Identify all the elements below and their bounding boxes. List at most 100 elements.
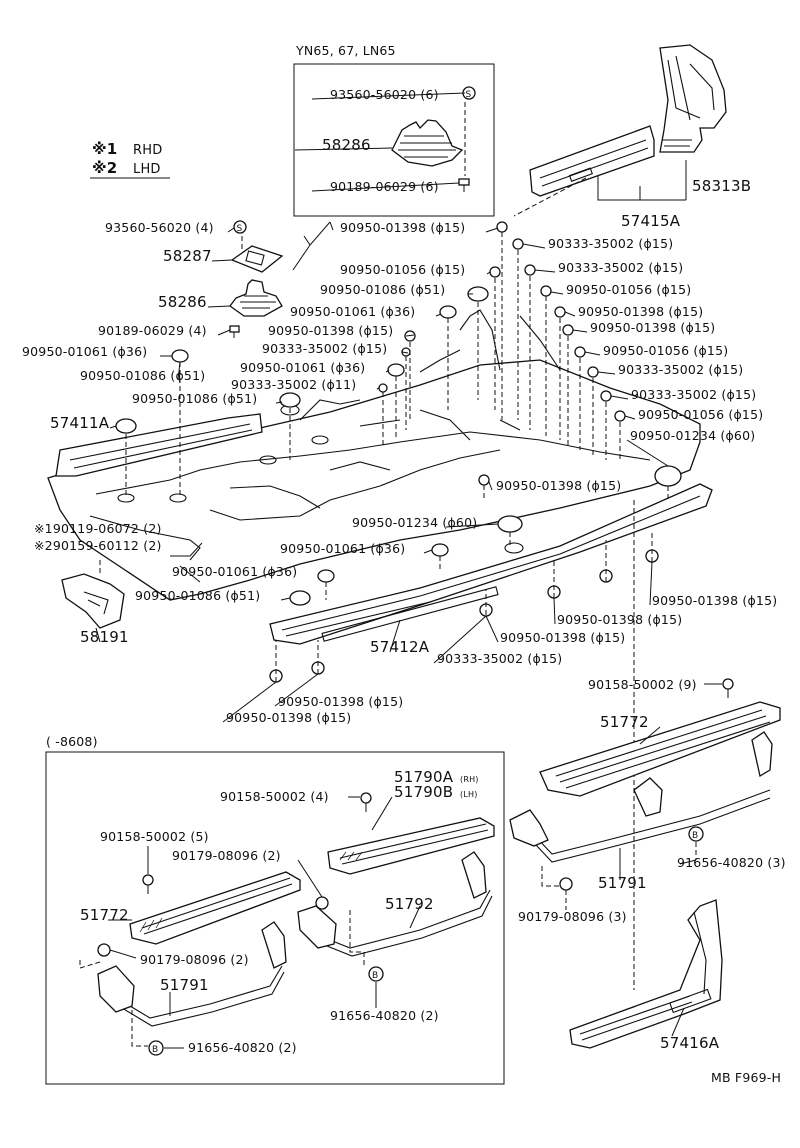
nut-right xyxy=(559,877,573,891)
legend-mark-2: ※2 xyxy=(92,159,117,177)
part-label: 58287 xyxy=(163,247,212,265)
screw-upper xyxy=(458,178,470,192)
legend-text-lhd: LHD xyxy=(133,162,161,177)
part-label: 90950-01061 (ϕ36) xyxy=(22,344,147,359)
part-label: 93560-56020 (6) xyxy=(330,87,439,102)
part-label: 90950-01086 (ϕ51) xyxy=(132,391,257,406)
part-label: 90950-01398 (ϕ15) xyxy=(278,694,403,709)
rocker-panel-upper xyxy=(529,125,655,197)
shift-plate-58287 xyxy=(230,245,284,273)
part-label: 51791 xyxy=(598,874,647,892)
part-label: 90950-01234 (ϕ60) xyxy=(352,515,477,530)
running-board-51772-box xyxy=(129,871,301,945)
running-board-51790 xyxy=(327,817,495,875)
part-label: 58191 xyxy=(80,628,129,646)
part-label: 57416A xyxy=(660,1034,720,1052)
leader-solid xyxy=(95,92,669,723)
part-label: 90950-01398 (ϕ15) xyxy=(226,710,351,725)
part-label: 90950-01398 (ϕ15) xyxy=(500,630,625,645)
part-label: 90950-01086 (ϕ51) xyxy=(320,282,445,297)
early-box: ( -8608) B xyxy=(45,734,505,1085)
running-board-51772-right xyxy=(539,701,781,797)
part-label: 90950-01398 (ϕ15) xyxy=(590,320,715,335)
svg-text:S: S xyxy=(237,224,243,234)
part-label: 90179-08096 (2) xyxy=(140,952,249,967)
part-label: 90950-01061 (ϕ36) xyxy=(280,541,405,556)
legend: ※1 RHD ※2 LHD xyxy=(90,140,170,179)
legend-mark-1: ※1 xyxy=(92,140,117,158)
part-label: 90950-01056 (ϕ15) xyxy=(340,262,465,277)
bolt-symbol-box-left: B xyxy=(148,1040,164,1056)
part-label: 90333-35002 (ϕ15) xyxy=(548,236,673,251)
callout-labels: 93560-56020 (6) 58286 90189-06029 (6) 58313… xyxy=(22,87,786,1055)
part-label: 90950-01398 (ϕ15) xyxy=(268,323,393,338)
part-label: 90333-35002 (ϕ15) xyxy=(262,341,387,356)
part-label: 51790A xyxy=(394,768,454,786)
part-label: 90158-50002 (4) xyxy=(220,789,329,804)
svg-text:S: S xyxy=(466,90,472,100)
bracket-58191 xyxy=(61,573,125,629)
part-label: 90950-01398 (ϕ15) xyxy=(496,478,621,493)
part-label: 91656-40820 (3) xyxy=(677,855,786,870)
part-label: 90179-08096 (3) xyxy=(518,909,627,924)
part-label: 51772 xyxy=(80,906,129,924)
part-label: 57415A xyxy=(621,212,681,230)
step-bracket-51792 xyxy=(297,851,493,957)
svg-text:B: B xyxy=(692,831,698,841)
part-label: 90950-01086 (ϕ51) xyxy=(135,588,260,603)
part-label: 91656-40820 (2) xyxy=(330,1008,439,1023)
part-label: (RH) xyxy=(460,775,479,784)
drawing-code: MB F969-H xyxy=(711,1070,781,1085)
part-label: 90950-01056 (ϕ15) xyxy=(566,282,691,297)
part-label: 91656-40820 (2) xyxy=(188,1040,297,1055)
part-label: 90179-08096 (2) xyxy=(172,848,281,863)
rocker-panel-57416a xyxy=(569,899,723,1049)
part-label: 51790B xyxy=(394,783,453,801)
part-label: ※190119-06072 (2) xyxy=(34,521,162,536)
part-label: 51791 xyxy=(160,976,209,994)
part-label: 90950-01061 (ϕ36) xyxy=(172,564,297,579)
part-label: ※290159-60112 (2) xyxy=(34,538,162,553)
part-label: 90950-01398 (ϕ15) xyxy=(340,220,465,235)
leader-lines xyxy=(99,177,669,990)
part-label: 90950-01398 (ϕ15) xyxy=(652,593,777,608)
step-bracket-51791-right xyxy=(509,731,773,863)
part-label: 90158-50002 (5) xyxy=(100,829,209,844)
grommet-symbol-left: S xyxy=(233,220,247,234)
nut-box-upper xyxy=(315,896,329,910)
legend-text-rhd: RHD xyxy=(133,143,162,158)
front-floor-crossmember xyxy=(55,413,263,477)
part-label: 93560-56020 (4) xyxy=(105,220,214,235)
part-label: 57412A xyxy=(370,638,430,656)
screw-box-left xyxy=(142,874,154,894)
part-label: 51792 xyxy=(385,895,434,913)
part-label: 90950-01061 (ϕ36) xyxy=(240,360,365,375)
part-label: 90950-01056 (ϕ15) xyxy=(603,343,728,358)
part-label: 90333-35002 (ϕ15) xyxy=(618,362,743,377)
shift-boot-58286 xyxy=(229,279,283,317)
part-label: 90189-06029 (4) xyxy=(98,323,207,338)
part-label: 90333-35002 (ϕ15) xyxy=(631,387,756,402)
bolt-symbol-box-upper: B xyxy=(368,966,384,982)
screw-box-upper xyxy=(360,792,372,812)
part-label: 90950-01086 (ϕ51) xyxy=(80,368,205,383)
part-label: 90950-01234 (ϕ60) xyxy=(630,428,755,443)
part-label: 58286 xyxy=(322,136,371,154)
part-label: 58286 xyxy=(158,293,207,311)
floor-pan xyxy=(47,309,701,601)
part-label: 51772 xyxy=(600,713,649,731)
part-label: 58313B xyxy=(692,177,751,195)
nut-box-left xyxy=(97,943,111,957)
shift-boot-upper xyxy=(391,119,464,167)
early-box-title: ( -8608) xyxy=(46,734,98,749)
part-label: 90158-50002 (9) xyxy=(588,677,697,692)
part-label: 90333-35002 (ϕ11) xyxy=(231,377,356,392)
part-label: 90950-01398 (ϕ15) xyxy=(557,612,682,627)
part-label: 90333-35002 (ϕ15) xyxy=(437,651,562,666)
part-label: 90333-35002 (ϕ15) xyxy=(558,260,683,275)
part-label: 90950-01061 (ϕ36) xyxy=(290,304,415,319)
part-label: 90189-06029 (6) xyxy=(330,179,439,194)
variant-box-title: YN65, 67, LN65 xyxy=(295,43,396,58)
part-label: 90950-01056 (ϕ15) xyxy=(638,407,763,422)
